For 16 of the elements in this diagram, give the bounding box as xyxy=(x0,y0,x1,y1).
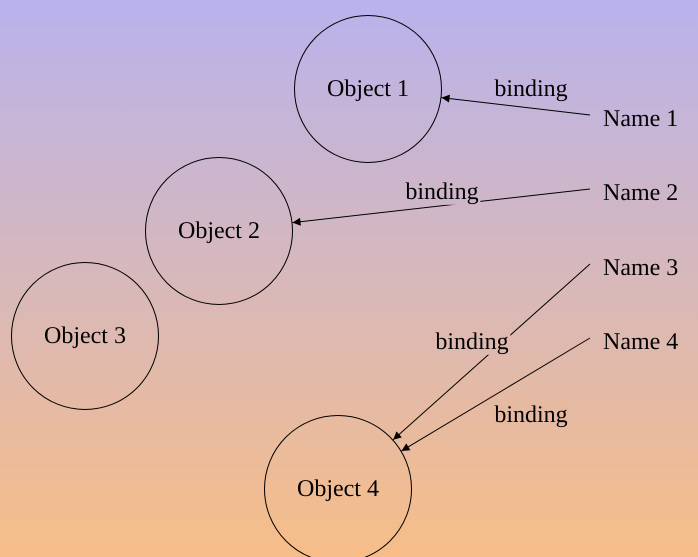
object-circle xyxy=(11,262,159,410)
arrow xyxy=(400,338,590,452)
object-circle xyxy=(264,415,412,557)
object-circle xyxy=(145,157,293,305)
node-label: Object 4 xyxy=(297,476,379,502)
node-label: Name 4 xyxy=(603,328,678,355)
node-label: Name 3 xyxy=(603,254,678,281)
arrow xyxy=(441,94,590,116)
arrow xyxy=(292,188,590,226)
node-label: Name 1 xyxy=(603,106,678,132)
object-circle xyxy=(294,15,442,163)
node-label: Name 2 xyxy=(603,180,678,206)
node-label: Object 2 xyxy=(178,218,260,244)
node-label: Object 1 xyxy=(327,76,409,102)
node-label: Object 3 xyxy=(44,322,126,350)
arrow xyxy=(392,264,590,440)
